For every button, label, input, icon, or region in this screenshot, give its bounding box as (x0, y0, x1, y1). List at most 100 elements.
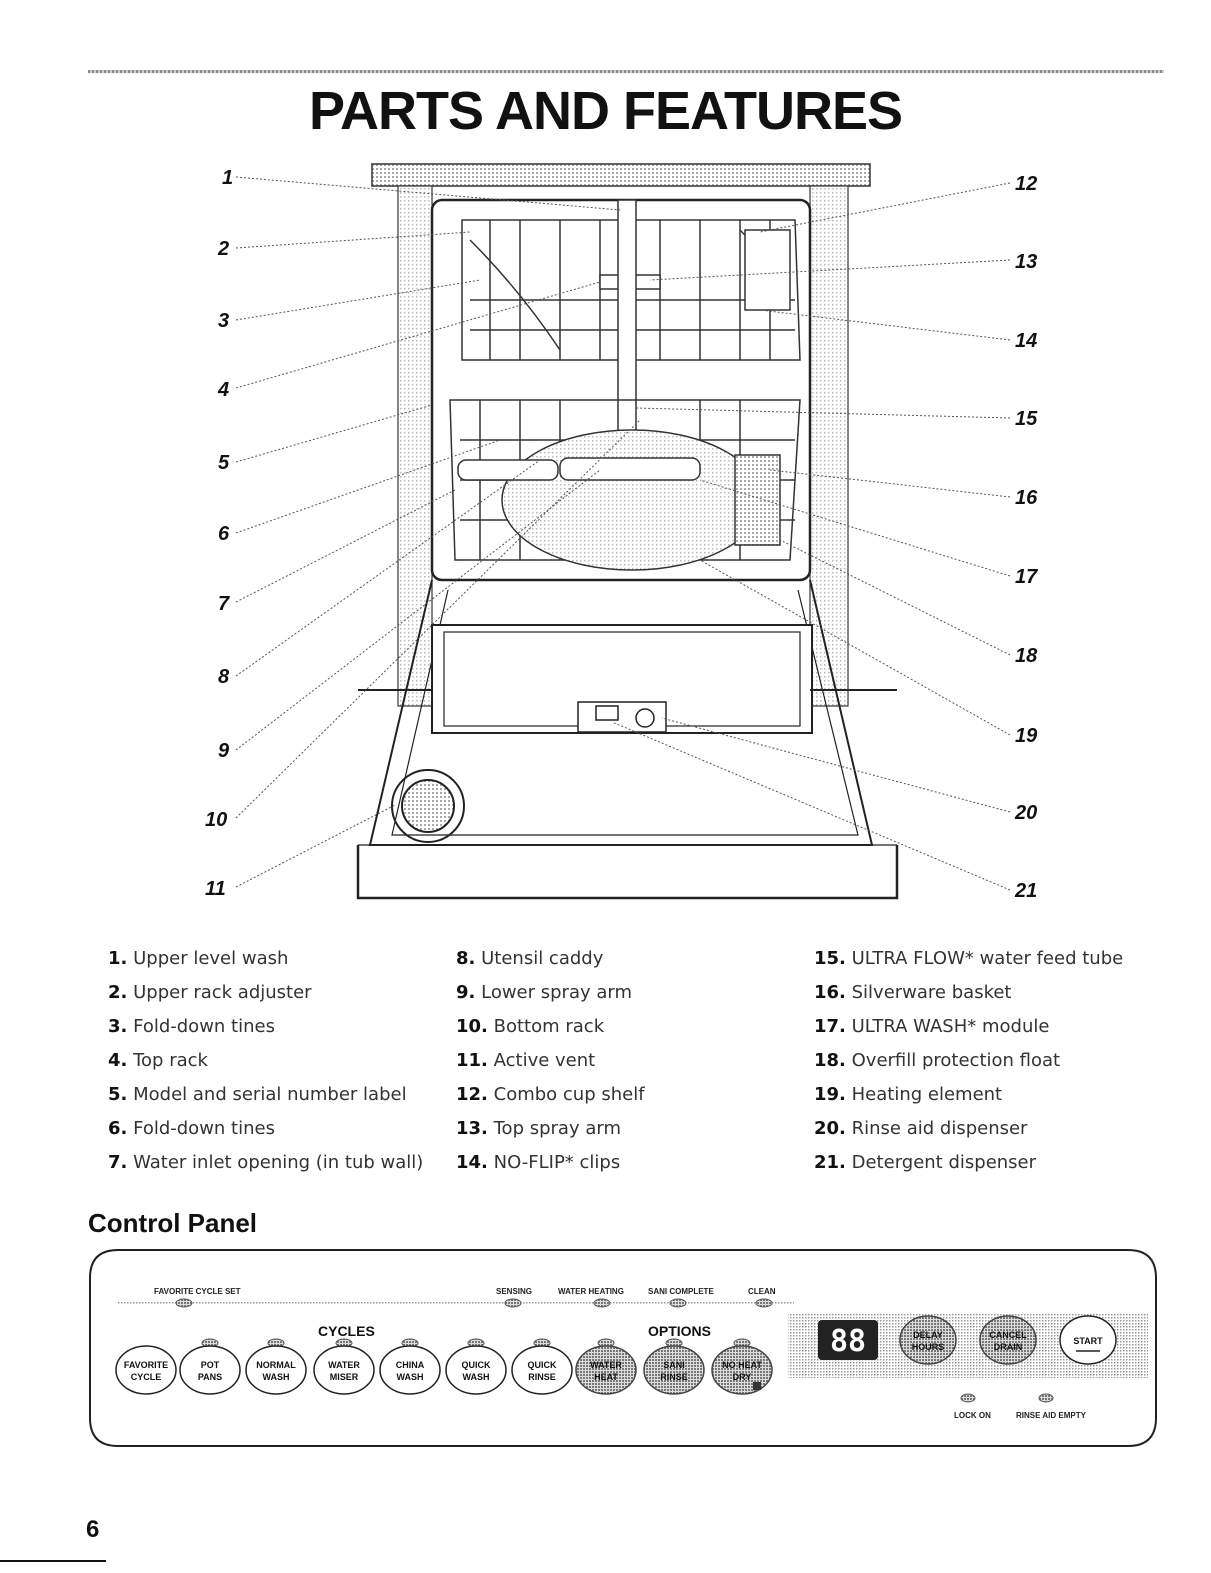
callout-20: 20 (1014, 802, 1037, 824)
svg-text:CANCEL: CANCEL (989, 1330, 1027, 1340)
callout-5: 5 (218, 452, 230, 474)
control-panel-title: Control Panel (88, 1208, 258, 1238)
rinse-aid-empty-label: RINSE AID EMPTY (1016, 1411, 1087, 1420)
active-vent (391, 769, 465, 843)
callout-9: 9 (218, 740, 230, 762)
cancel-drain-button[interactable]: CANCEL DRAIN (979, 1315, 1037, 1365)
svg-text:FAVORITE: FAVORITE (124, 1360, 168, 1370)
part-item: 7. Water inlet opening (in tub wall) (108, 1152, 424, 1173)
callout-numbers: 1 2 3 4 5 6 7 8 9 10 11 12 13 14 15 16 1… (205, 167, 1038, 902)
cycle-button-water-miser[interactable]: WATER MISER (313, 1338, 375, 1395)
status-water-heating-label: WATER HEATING (558, 1287, 624, 1296)
svg-text:HEAT: HEAT (594, 1372, 618, 1382)
callout-8: 8 (218, 666, 230, 688)
callout-14: 14 (1015, 330, 1037, 352)
svg-text:NO HEAT: NO HEAT (722, 1360, 762, 1370)
svg-text:RINSE: RINSE (528, 1372, 556, 1382)
parts-list-column-2: 8. Utensil caddy 9. Lower spray arm 10. … (456, 942, 645, 1180)
dispenser (577, 701, 667, 733)
part-item: 20. Rinse aid dispenser (814, 1118, 1028, 1139)
part-item: 13. Top spray arm (456, 1118, 621, 1139)
option-button-sani-rinse[interactable]: SANI RINSE (643, 1338, 705, 1395)
cycle-button-normal-wash[interactable]: NORMAL WASH (245, 1338, 307, 1395)
lock-on-led (960, 1393, 976, 1403)
part-item: 18. Overfill protection float (814, 1050, 1061, 1071)
callout-3: 3 (218, 310, 229, 332)
digital-display: 88 (818, 1320, 878, 1360)
options-heading: OPTIONS (648, 1323, 711, 1339)
svg-text:MISER: MISER (330, 1372, 359, 1382)
option-button-water-heat[interactable]: WATER HEAT (575, 1338, 637, 1395)
svg-text:CYCLE: CYCLE (131, 1372, 162, 1382)
callout-21: 21 (1014, 880, 1037, 902)
status-sani-complete-label: SANI COMPLETE (648, 1287, 714, 1296)
cycle-button-china-wash[interactable]: CHINA WASH (379, 1338, 441, 1395)
parts-list-column-3: 15. ULTRA FLOW* water feed tube 16. Silv… (814, 942, 1123, 1180)
rinse-aid-empty-led (1038, 1393, 1054, 1403)
callout-4: 4 (217, 379, 229, 401)
panel-outline (89, 1249, 1157, 1447)
control-panel: FAVORITE CYCLE SET SENSING WATER HEATING… (88, 1248, 1158, 1448)
part-item: 1. Upper level wash (108, 948, 289, 969)
control-panel-illustration: FAVORITE CYCLE SET SENSING WATER HEATING… (89, 1249, 1157, 1447)
right-wall (809, 185, 849, 707)
clean-led (755, 1298, 773, 1308)
favorite-led (175, 1298, 193, 1308)
part-item: 19. Heating element (814, 1084, 1003, 1105)
part-item: 5. Model and serial number label (108, 1084, 407, 1105)
lock-on-label: LOCK ON (954, 1411, 991, 1420)
svg-text:QUICK: QUICK (462, 1360, 492, 1370)
top-rule (88, 70, 1164, 73)
svg-text:WASH: WASH (463, 1372, 490, 1382)
sani-complete-led (669, 1298, 687, 1308)
callout-12: 12 (1015, 173, 1037, 195)
svg-text:CHINA: CHINA (396, 1360, 425, 1370)
cycle-button-favorite[interactable]: FAVORITE CYCLE (115, 1345, 177, 1395)
part-item: 6. Fold-down tines (108, 1118, 275, 1139)
part-item: 14. NO-FLIP* clips (456, 1152, 621, 1173)
svg-text:WATER: WATER (590, 1360, 622, 1370)
svg-text:WATER: WATER (328, 1360, 360, 1370)
cycle-button-quick-rinse[interactable]: QUICK RINSE (511, 1338, 573, 1395)
upper-rack (461, 219, 801, 361)
part-item: 4. Top rack (108, 1050, 208, 1071)
start-button[interactable]: START (1059, 1315, 1117, 1365)
part-item: 21. Detergent dispenser (814, 1152, 1037, 1173)
svg-text:DELAY: DELAY (913, 1330, 943, 1340)
water-heating-led (593, 1298, 611, 1308)
panel-top-band (118, 1302, 794, 1305)
svg-text:RINSE: RINSE (660, 1372, 688, 1382)
cycle-button-quick-wash[interactable]: QUICK WASH (445, 1338, 507, 1395)
callout-16: 16 (1015, 487, 1038, 509)
svg-text:HOURS: HOURS (912, 1342, 945, 1352)
callout-13: 13 (1015, 251, 1037, 273)
callout-10: 10 (205, 809, 227, 831)
callout-11: 11 (205, 878, 226, 900)
callout-19: 19 (1015, 725, 1038, 747)
svg-text:NORMAL: NORMAL (256, 1360, 296, 1370)
svg-text:DRAIN: DRAIN (994, 1342, 1023, 1352)
delay-hours-button[interactable]: DELAY HOURS (899, 1315, 957, 1365)
callout-17: 17 (1015, 566, 1038, 588)
callout-18: 18 (1015, 645, 1038, 667)
svg-text:SANI: SANI (663, 1360, 685, 1370)
bottom-rule (0, 1560, 106, 1562)
part-item: 17. ULTRA WASH* module (814, 1016, 1050, 1037)
leader-lines (235, 176, 1011, 891)
dishwasher-diagram: 1 2 3 4 5 6 7 8 9 10 11 12 13 14 15 16 1… (0, 150, 1211, 920)
cycle-button-pot-pans[interactable]: POT PANS (179, 1338, 241, 1395)
svg-text:DRY: DRY (733, 1372, 752, 1382)
svg-text:WASH: WASH (397, 1372, 424, 1382)
lower-rack (449, 399, 801, 571)
parts-list-column-1: 1. Upper level wash 2. Upper rack adjust… (108, 942, 423, 1180)
part-item: 9. Lower spray arm (456, 982, 633, 1003)
status-clean-label: CLEAN (748, 1287, 776, 1296)
part-item: 10. Bottom rack (456, 1016, 605, 1037)
option-button-no-heat-dry[interactable]: NO HEAT DRY (711, 1338, 773, 1395)
left-wall (397, 185, 433, 707)
display-readout: 88 (830, 1324, 866, 1359)
svg-text:WASH: WASH (263, 1372, 290, 1382)
status-sensing-label: SENSING (496, 1287, 532, 1296)
dishwasher-illustration: 1 2 3 4 5 6 7 8 9 10 11 12 13 14 15 16 1… (205, 163, 1038, 902)
part-item: 2. Upper rack adjuster (108, 982, 312, 1003)
